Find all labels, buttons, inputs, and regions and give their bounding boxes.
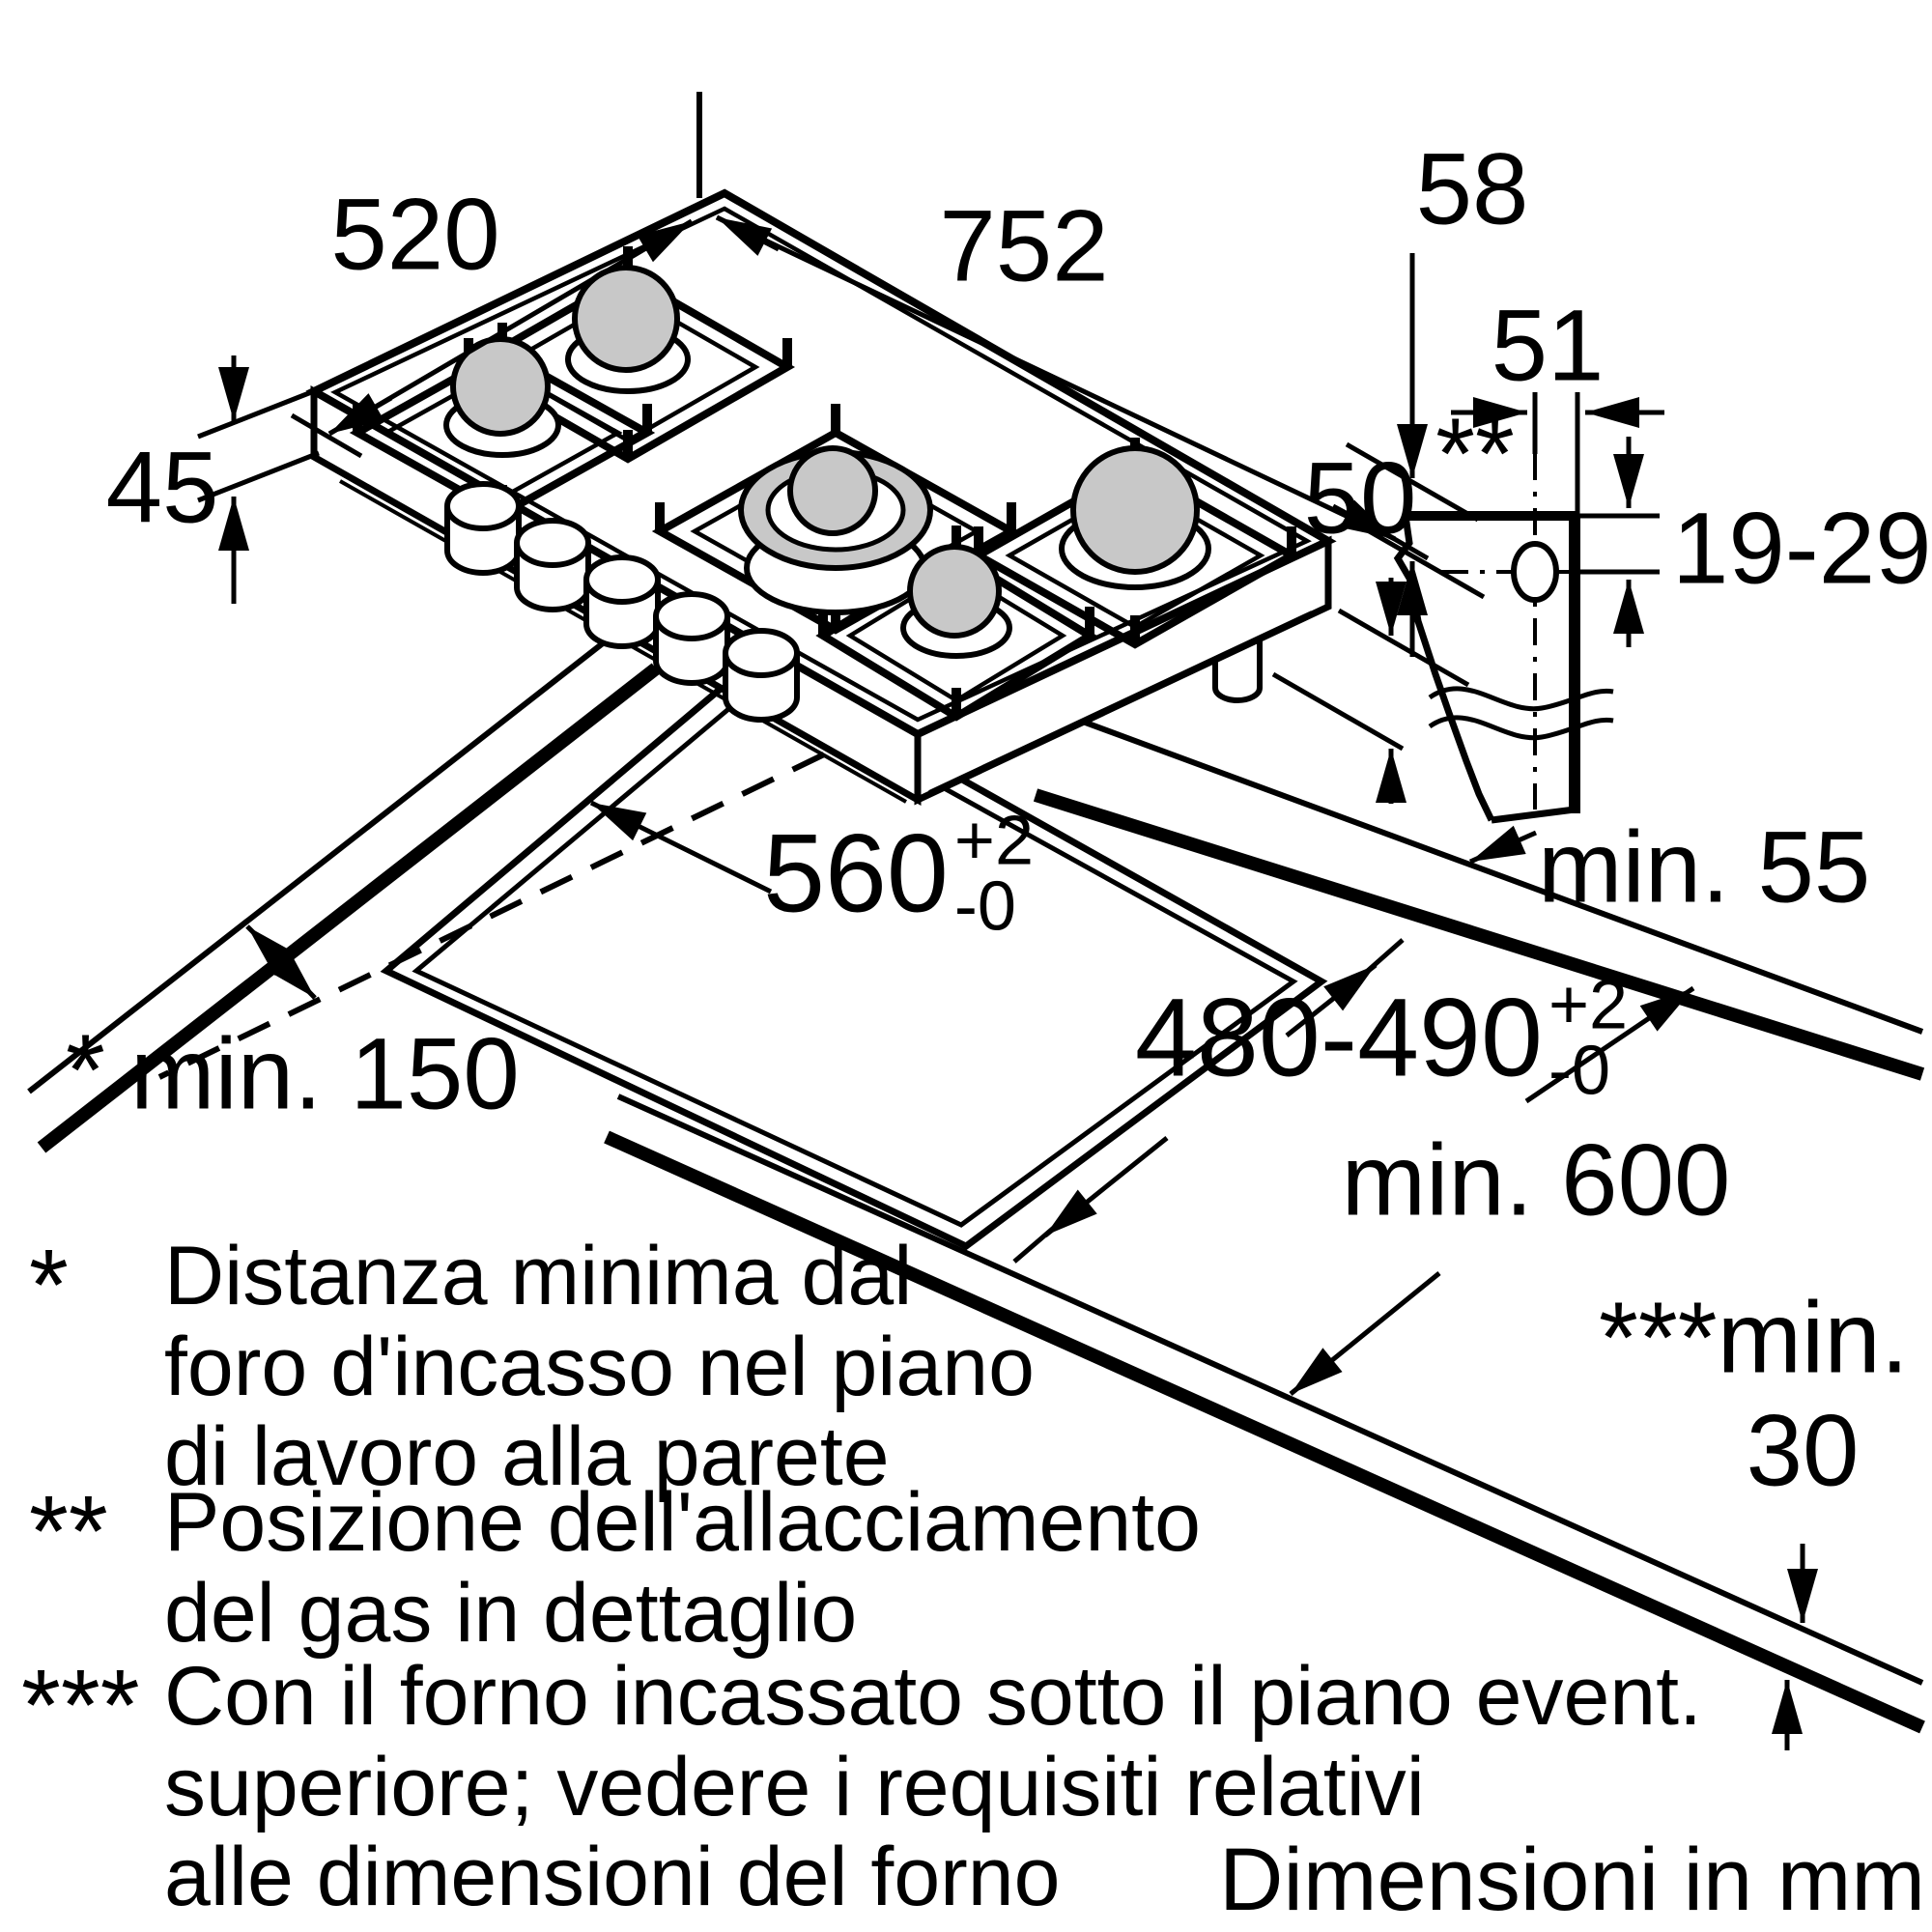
dim-45-tick-bottom: [197, 450, 320, 503]
cutout-depth-label: 480-490 +2 -0: [1134, 966, 1629, 1110]
detail-bottom-edge: [1491, 806, 1576, 824]
detail-break-line-1: [1428, 686, 1614, 712]
knob-1-top: [444, 481, 522, 531]
note-2-marker: **: [29, 1475, 108, 1588]
dim-gas-drop-label: 19-29: [1672, 492, 1932, 606]
note-1-marker: *: [29, 1229, 69, 1342]
cutout-depth-value: 480-490: [1134, 976, 1543, 1100]
note-3-line-1: Con il forno incassato sotto il piano ev…: [164, 1650, 1702, 1743]
burner-right-cap: [1070, 445, 1200, 575]
clearance-below-min: min.: [1717, 1281, 1909, 1395]
clearance-below-marker: ***: [1599, 1281, 1718, 1395]
dim-50-tick-top: [1337, 608, 1470, 688]
burner-front-left-cap: [450, 336, 551, 437]
wall-right-thick-line: [1033, 788, 1925, 1081]
clearance-below-value: 30: [1746, 1394, 1860, 1508]
cutout-depth-tol-minus: -0: [1548, 1033, 1611, 1110]
dimension-lines: [197, 92, 1818, 1750]
dim-total-height-label: 58: [1415, 132, 1529, 246]
arrow-520-far: [327, 393, 393, 437]
dim-depth-label: 520: [330, 178, 500, 292]
gas-inlet-hole: [1511, 541, 1559, 603]
arrow-752-far: [1331, 499, 1397, 542]
worktop-front-thin-line: [616, 1094, 1924, 1686]
dim-45-tick-top: [197, 386, 320, 440]
arrow-480-top: [1285, 963, 1378, 1037]
wall-right-thin-line: [1081, 719, 1924, 1035]
note-1-line-2: foro d'incasso nel piano: [164, 1321, 1035, 1413]
arrow-480-bottom: [1043, 1136, 1169, 1237]
burner-back-left-cap: [572, 265, 680, 373]
dim-50-tick-bottom: [1271, 671, 1405, 752]
projection-dashed-line: [157, 752, 826, 1080]
knob-5-top: [723, 628, 800, 678]
knob-4-top: [653, 591, 730, 641]
knob-3-top: [583, 554, 661, 605]
arrow-520-near: [621, 218, 694, 265]
arrow-min55: [1468, 825, 1538, 865]
note-3-line-3: alle dimensioni del forno: [164, 1831, 1061, 1923]
dim-body-height-label: 45: [105, 431, 219, 545]
burners: [443, 265, 1211, 659]
hob-top-inner-line: [330, 206, 1312, 723]
note-2-line-1: Posizione dell'allacciamento: [164, 1476, 1201, 1569]
cutout-depth-tol-plus: +2: [1548, 966, 1629, 1044]
cutout-width-tol-plus: +2: [953, 802, 1034, 880]
cutout-width-label: 560 +2 -0: [763, 802, 1034, 946]
dimension-arrows: [218, 214, 1818, 1750]
clearance-rear-label: min. 55: [1538, 810, 1871, 924]
cutout-width-value: 560: [763, 811, 949, 936]
burner-front-center-cap: [907, 544, 1002, 639]
note-2-line-2: del gas in dettaglio: [164, 1567, 858, 1660]
units-note: Dimensioni in mm: [1219, 1831, 1926, 1929]
dim-gas-offset-label: 51: [1491, 289, 1605, 403]
clearance-left-marker: *: [66, 1013, 105, 1127]
wall-left-thin-line: [27, 630, 618, 1094]
control-knobs: [444, 481, 800, 723]
cutout-outline: [380, 657, 1328, 1251]
note-1-line-3: di lavoro alla parete: [164, 1410, 890, 1503]
worktop-front-thick-line: [604, 1130, 1925, 1734]
dim-58-tick-top: [1345, 441, 1480, 523]
cutout-width-tol-minus: -0: [953, 868, 1016, 946]
worktop-depth-label: min. 600: [1341, 1123, 1731, 1237]
arrow-752-near: [715, 214, 781, 256]
note-3-marker: ***: [21, 1649, 140, 1762]
cutout-inner-outline: [412, 681, 1298, 1228]
note-3-line-2: superiore; vedere i requisiti relativi: [164, 1741, 1425, 1833]
note-1-line-1: Distanza minima dal: [164, 1230, 913, 1322]
worktop-drawing: [27, 630, 1925, 1734]
detail-break-line-2: [1428, 715, 1614, 741]
dim-width-label: 752: [939, 189, 1109, 303]
arrow-560: [589, 800, 773, 895]
knob-2-top: [514, 518, 591, 568]
clearance-left-label: min. 150: [130, 1017, 520, 1131]
clearance-below-label: ***min.: [1599, 1288, 1909, 1389]
gas-position-marker: **: [1435, 397, 1515, 511]
arrow-150-right: [266, 948, 317, 1000]
hob-tray-line-right: [928, 611, 1313, 794]
wall-left-thick-line: [37, 663, 661, 1153]
hob-drawing: [305, 188, 1337, 807]
dim-752-line: [715, 214, 1397, 542]
arrow-600-top: [1524, 985, 1695, 1104]
arrow-600-bottom: [1289, 1271, 1441, 1396]
dim-clearance-below-label: 50: [1303, 441, 1417, 555]
burner-center-cap: [787, 445, 878, 536]
dim-520-ext-tick: [290, 412, 363, 459]
